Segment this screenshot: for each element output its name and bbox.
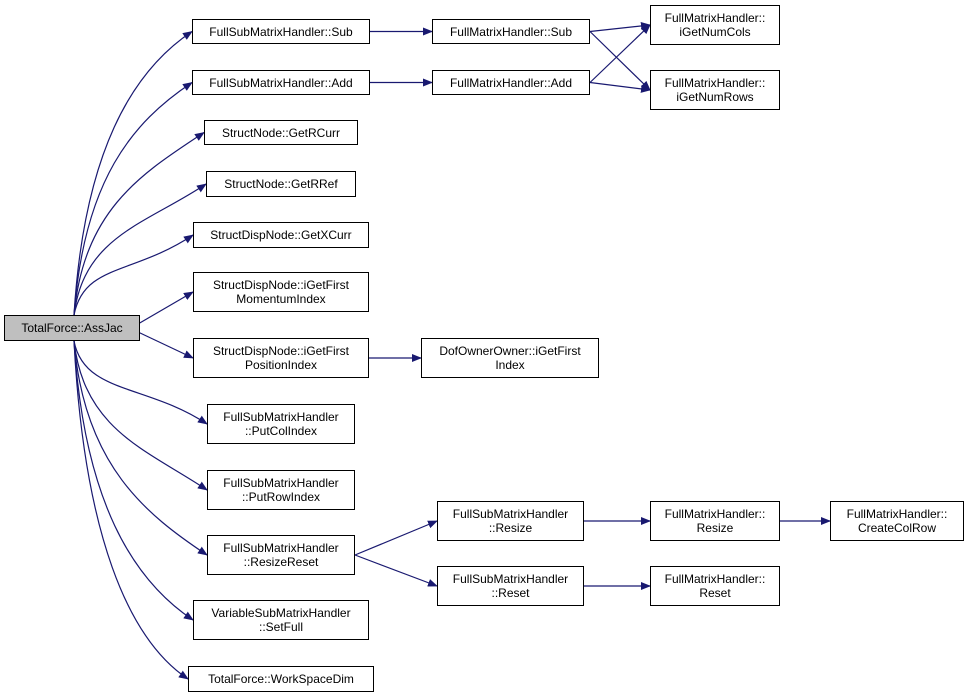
node-label-line-1: FullMatrixHandler:: (664, 572, 766, 586)
node-total-force-assjac: TotalForce::AssJac (4, 315, 140, 341)
node-label: FullSubMatrixHandler::Sub (209, 24, 353, 39)
node-label-line-1: FullSubMatrixHandler (452, 572, 569, 586)
edge-root-to-sdn_momentum (137, 291, 194, 325)
node-label-line-2: Index (495, 358, 525, 372)
node-full-sub-matrix-handler-putrowindex[interactable]: FullSubMatrixHandler ::PutRowIndex (207, 470, 355, 510)
node-label-line-2: iGetNumRows (676, 90, 754, 104)
edge-root-to-fsmh_resizereset (73, 340, 208, 556)
node-label: FullSubMatrixHandler::Add (209, 75, 353, 90)
edge-root-to-fsmh_sub (73, 30, 193, 316)
node-label-line-2: Resize (696, 521, 734, 535)
edge-root-to-fsmh_putcol (73, 340, 208, 425)
edge-layer (73, 21, 831, 680)
node-label-line-1: FullSubMatrixHandler (452, 507, 569, 521)
node-label-line-1: FullSubMatrixHandler (223, 410, 339, 424)
edge-root-to-fsmh_putrow (73, 340, 208, 491)
node-full-sub-matrix-handler-sub[interactable]: FullSubMatrixHandler::Sub (192, 19, 370, 44)
node-label-line-1: StructDispNode::iGetFirst (212, 278, 350, 292)
node-struct-disp-node-getxcurr[interactable]: StructDispNode::GetXCurr (193, 222, 369, 248)
node-full-matrix-handler-resize[interactable]: FullMatrixHandler:: Resize (650, 501, 780, 541)
edge-root-to-vsmh_setfull (73, 340, 194, 621)
edge-root-to-sdn_position (137, 331, 194, 359)
node-label-line-1: FullMatrixHandler:: (846, 507, 948, 521)
node-struct-node-getrcurr[interactable]: StructNode::GetRCurr (204, 120, 358, 145)
node-label-line-2: PositionIndex (244, 358, 318, 372)
node-label-line-2: Reset (699, 586, 731, 600)
node-total-force-workspacedim[interactable]: TotalForce::WorkSpaceDim (188, 666, 374, 692)
node-full-matrix-handler-getnumcols[interactable]: FullMatrixHandler:: iGetNumCols (650, 5, 780, 45)
node-label-line-2: ::Resize (488, 521, 533, 535)
node-label: FullMatrixHandler::Add (449, 75, 573, 90)
edge-root-to-sn_getrref (73, 183, 207, 316)
node-full-sub-matrix-handler-resizereset[interactable]: FullSubMatrixHandler ::ResizeReset (207, 535, 355, 575)
edge-root-to-sdn_getxcurr (73, 234, 194, 316)
node-label: StructNode::GetRCurr (221, 125, 341, 140)
node-label-line-1: FullSubMatrixHandler (223, 541, 339, 555)
node-full-sub-matrix-handler-putcolindex[interactable]: FullSubMatrixHandler ::PutColIndex (207, 404, 355, 444)
node-struct-disp-node-momentum-index[interactable]: StructDispNode::iGetFirst MomentumIndex (193, 272, 369, 312)
node-label-line-2: CreateColRow (857, 521, 936, 535)
edge-fsmh_resizereset-to-fsmh_resize (354, 520, 438, 556)
edge-root-to-sn_getrcurr (73, 131, 205, 316)
node-label-line-1: FullMatrixHandler:: (664, 11, 766, 25)
edge-fmh_sub-to-fmh_getnumrows (589, 31, 651, 91)
node-label-line-1: StructDispNode::iGetFirst (212, 344, 350, 358)
node-full-matrix-handler-createcolrow[interactable]: FullMatrixHandler:: CreateColRow (830, 501, 964, 541)
node-label-line-2: MomentumIndex (236, 292, 326, 306)
node-label: StructDispNode::GetXCurr (210, 228, 352, 242)
node-full-sub-matrix-handler-resize[interactable]: FullSubMatrixHandler ::Resize (437, 501, 584, 541)
node-label: StructNode::GetRRef (224, 177, 338, 191)
edge-fsmh_resizereset-to-fsmh_reset (354, 554, 438, 587)
node-full-matrix-handler-add[interactable]: FullMatrixHandler::Add (432, 70, 590, 95)
node-full-matrix-handler-getnumrows[interactable]: FullMatrixHandler:: iGetNumRows (650, 70, 780, 110)
node-label-line-2: ::PutRowIndex (241, 490, 321, 504)
node-label-line-1: FullMatrixHandler:: (664, 507, 766, 521)
node-full-matrix-handler-sub[interactable]: FullMatrixHandler::Sub (432, 19, 590, 44)
node-full-sub-matrix-handler-add[interactable]: FullSubMatrixHandler::Add (192, 70, 370, 95)
node-label-line-1: FullMatrixHandler:: (664, 76, 766, 90)
node-label-line-2: iGetNumCols (679, 25, 751, 39)
node-label: FullMatrixHandler::Sub (449, 24, 573, 39)
node-label-line-1: FullSubMatrixHandler (223, 476, 339, 490)
node-label-line-2: ::ResizeReset (243, 555, 319, 569)
node-label-line-2: ::PutColIndex (244, 424, 318, 438)
node-variable-sub-matrix-handler-setfull[interactable]: VariableSubMatrixHandler ::SetFull (193, 600, 369, 640)
node-full-sub-matrix-handler-reset[interactable]: FullSubMatrixHandler ::Reset (437, 566, 584, 606)
node-label-line-1: DofOwnerOwner::iGetFirst (439, 344, 581, 358)
node-label-line-2: ::Reset (491, 586, 530, 600)
node-struct-node-getrref[interactable]: StructNode::GetRRef (206, 171, 356, 197)
node-label-line-2: ::SetFull (258, 620, 303, 634)
edge-fmh_add-to-fmh_getnumrows (589, 81, 651, 93)
edge-fmh_sub-to-fmh_getnumcols (589, 21, 651, 33)
node-dof-owner-owner-getfirstindex[interactable]: DofOwnerOwner::iGetFirst Index (421, 338, 599, 378)
node-full-matrix-handler-reset[interactable]: FullMatrixHandler:: Reset (650, 566, 780, 606)
edge-fmh_add-to-fmh_getnumcols (589, 24, 651, 83)
node-label: TotalForce::WorkSpaceDim (208, 672, 354, 686)
node-label-line-1: VariableSubMatrixHandler (211, 606, 351, 620)
edge-root-to-tf_workspacedim (73, 340, 189, 680)
edge-root-to-fsmh_add (73, 81, 193, 316)
node-struct-disp-node-position-index[interactable]: StructDispNode::iGetFirst PositionIndex (193, 338, 369, 378)
node-label: TotalForce::AssJac (21, 321, 123, 335)
